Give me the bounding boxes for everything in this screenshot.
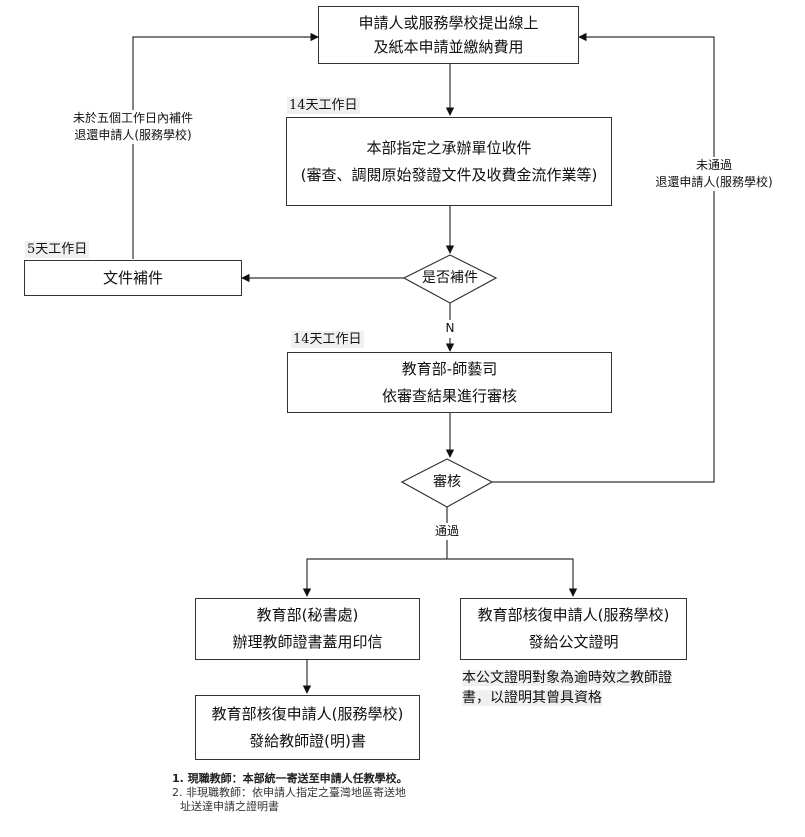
- arrow-pass-left: [302, 558, 447, 597]
- return-right-label: 未通過 退還申請人(服務學校): [634, 157, 794, 191]
- review-unit-line1: 本部指定之承辦單位收件: [366, 138, 532, 157]
- official-letter-note: 本公文證明對象為逾時效之教師證 書，以證明其曾具資格: [462, 668, 672, 708]
- arrow-supplement-return: [132, 32, 319, 259]
- submit-application-box: 申請人或服務學校提出線上 及紙本申請並繳納費用: [318, 6, 579, 64]
- return-left-label-line1: 未於五個工作日內補件: [72, 111, 193, 125]
- footnote-2-line2: 址送達申請之證明書: [180, 800, 279, 813]
- supplement-docs-box: 文件補件: [24, 260, 242, 296]
- ministry-review-line2: 依審查結果進行審核: [381, 386, 517, 405]
- footnotes: 1. 現職教師：本部統一寄送至申請人任教學校。 2. 非現職教師：依申請人指定之…: [172, 772, 408, 814]
- certificate-line1: 教育部核復申請人(服務學校): [211, 704, 404, 723]
- supplement-decision-label: 是否補件: [422, 270, 478, 286]
- submit-application-line2: 及紙本申請並繳納費用: [373, 38, 524, 56]
- footnote-2-line1: 2. 非現職教師：依申請人指定之臺灣地區寄送地: [172, 786, 406, 799]
- official-letter-line2: 發給公文證明: [528, 633, 619, 651]
- passed-label: 通過: [429, 523, 465, 540]
- audit-decision-diamond: [400, 458, 494, 508]
- secretariat-box: 教育部(秘書處) 辦理教師證書蓋用印信: [195, 598, 420, 660]
- submit-application-line1: 申請人或服務學校提出線上: [358, 14, 539, 32]
- no-supplement-label: N: [442, 320, 458, 337]
- certificate-line2: 發給教師證(明)書: [249, 731, 366, 750]
- return-left-label: 未於五個工作日內補件 退還申請人(服務學校): [62, 110, 204, 144]
- supplement-docs-label: 文件補件: [102, 268, 163, 287]
- official-letter-note-line1: 本公文證明對象為逾時效之教師證: [462, 670, 672, 686]
- official-letter-note-line2: 書，以證明其曾具資格: [462, 690, 602, 706]
- timing-tag-review-unit: 14天工作日: [287, 97, 360, 114]
- audit-decision-label: 審核: [433, 474, 461, 490]
- footnote-1: 1. 現職教師：本部統一寄送至申請人任教學校。: [172, 772, 408, 785]
- certificate-box: 教育部核復申請人(服務學校) 發給教師證(明)書: [195, 695, 420, 760]
- review-unit-line2: (審查、調閱原始發證文件及收費金流作業等): [300, 165, 598, 184]
- ministry-review-box: 教育部-師藝司 依審查結果進行審核: [287, 352, 612, 413]
- arrow-pass-right: [447, 558, 578, 597]
- ministry-review-line1: 教育部-師藝司: [401, 359, 498, 378]
- return-right-label-line1: 未通過: [695, 158, 732, 172]
- timing-tag-ministry-review: 14天工作日: [291, 331, 364, 348]
- secretariat-line2: 辦理教師證書蓋用印信: [232, 633, 383, 651]
- supplement-decision-diamond: [402, 254, 498, 304]
- secretariat-line1: 教育部(秘書處): [256, 606, 359, 624]
- official-letter-line1: 教育部核復申請人(服務學校): [477, 606, 670, 624]
- review-unit-box: 本部指定之承辦單位收件 (審查、調閱原始發證文件及收費金流作業等): [286, 117, 612, 206]
- official-letter-box: 教育部核復申請人(服務學校) 發給公文證明: [460, 598, 687, 660]
- return-right-label-line2: 退還申請人(服務學校): [655, 175, 773, 189]
- arrow-audit-return: [492, 32, 715, 483]
- timing-tag-supplement: 5天工作日: [25, 241, 90, 258]
- return-left-label-line2: 退還申請人(服務學校): [74, 128, 192, 142]
